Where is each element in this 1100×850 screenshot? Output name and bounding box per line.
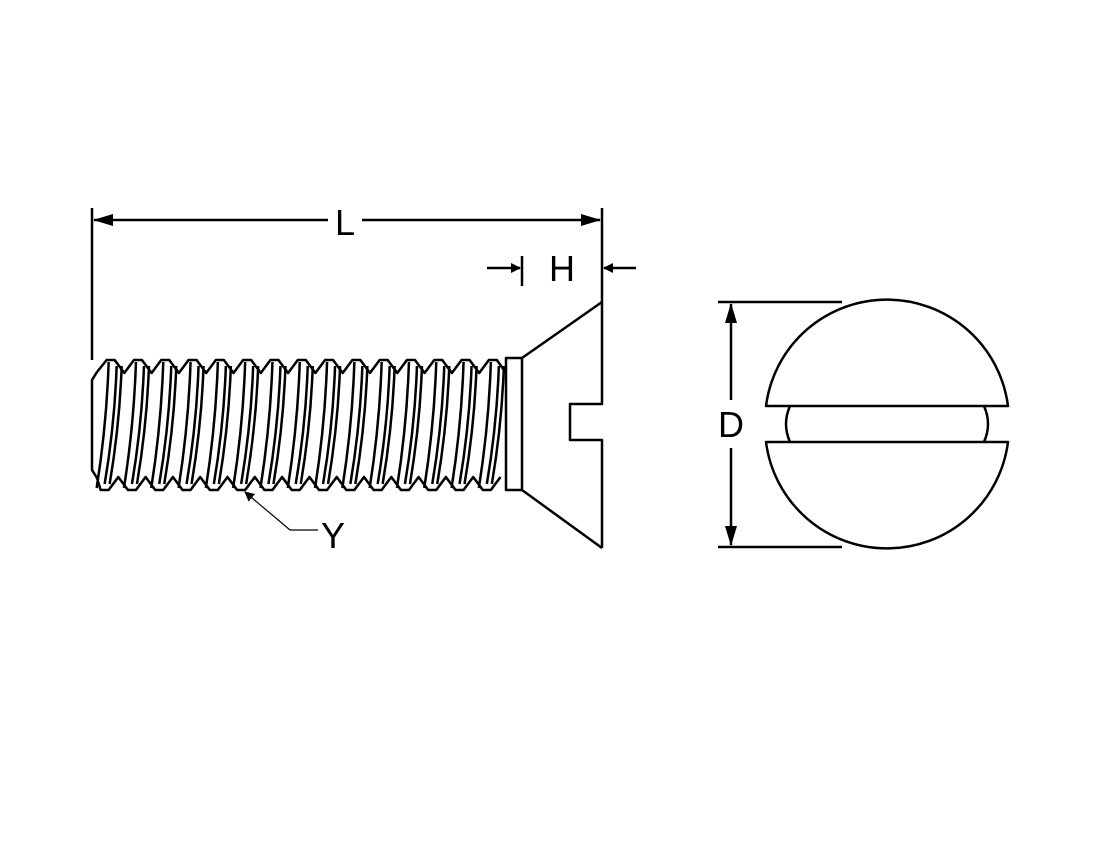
head-height-dimension: H [487,248,636,289]
thread-helix-line [490,365,506,485]
thread-helix-line [313,361,329,489]
slot-edge-left [784,405,792,443]
diameter-dimension: D [718,300,842,549]
thread-helix-line [463,365,478,485]
thread-helix-line [103,365,118,485]
thread-helix-line [485,365,501,485]
thread-body [90,358,508,492]
thread-helix-line [272,365,287,485]
thread-helix-line [376,365,391,485]
thread-helix-line [204,361,220,489]
length-dimension: L [90,202,604,360]
thread-helix-line [294,365,309,485]
thread-helix-line [341,361,356,489]
thread-helix-line [239,365,255,485]
thread-helix-line [477,361,493,489]
thread-helix-line [354,365,369,485]
leader-line [244,491,318,531]
thread-helix-line [95,361,110,489]
thread-helix-line [436,365,451,485]
thread-helix-line [299,365,314,485]
thread-helix-line [190,365,205,485]
thread-helix-line [130,365,146,485]
thread-helix-line [212,365,228,485]
screw-head-top-view [764,298,1010,550]
thread-helix-line [122,361,138,489]
thread-helix-line [368,361,383,489]
thread-tip [90,371,99,479]
thread-helix-line [177,361,192,489]
slot-edge-right [982,405,990,443]
thread-helix-line [450,361,465,489]
head-lower-half [764,440,1010,550]
head-height-label: H [549,248,575,289]
thread-helix-line [431,365,446,485]
head-cone-top [521,300,603,360]
thread-helix-line [163,365,178,485]
head-face-with-slot [568,300,604,548]
thread-helix-line [267,365,282,485]
thread-helix-line [259,361,274,489]
thread-crest-bottom [95,475,502,492]
diameter-label: D [718,404,744,445]
thread-helix-line [423,361,438,489]
thread-helix-line [231,361,247,489]
neck [504,356,524,492]
thread-helix-line [158,365,173,485]
head-upper-half [764,298,1010,408]
thread-helix-line [135,365,151,485]
thread-helix-line [286,361,301,489]
thread-helix-line [403,365,419,485]
head-cone-bottom [521,488,603,550]
thread-helix-line [244,365,260,485]
length-label: L [335,202,355,243]
thread-callout: Y [244,491,345,556]
thread-label: Y [321,515,345,556]
thread-helix-line [185,365,200,485]
thread-helix-line [458,365,473,485]
thread-helix-line [326,365,342,485]
thread-helix-line [108,365,123,485]
thread-helix-line [349,365,364,485]
screw-side-view [90,300,604,550]
thread-helix-line [150,361,165,489]
thread-helix-line [217,365,233,485]
thread-helix-line [408,365,424,485]
thread-helix-line [381,365,396,485]
thread-helix-line [321,365,337,485]
thread-crest-top [96,358,508,375]
thread-helix-line [395,361,411,489]
